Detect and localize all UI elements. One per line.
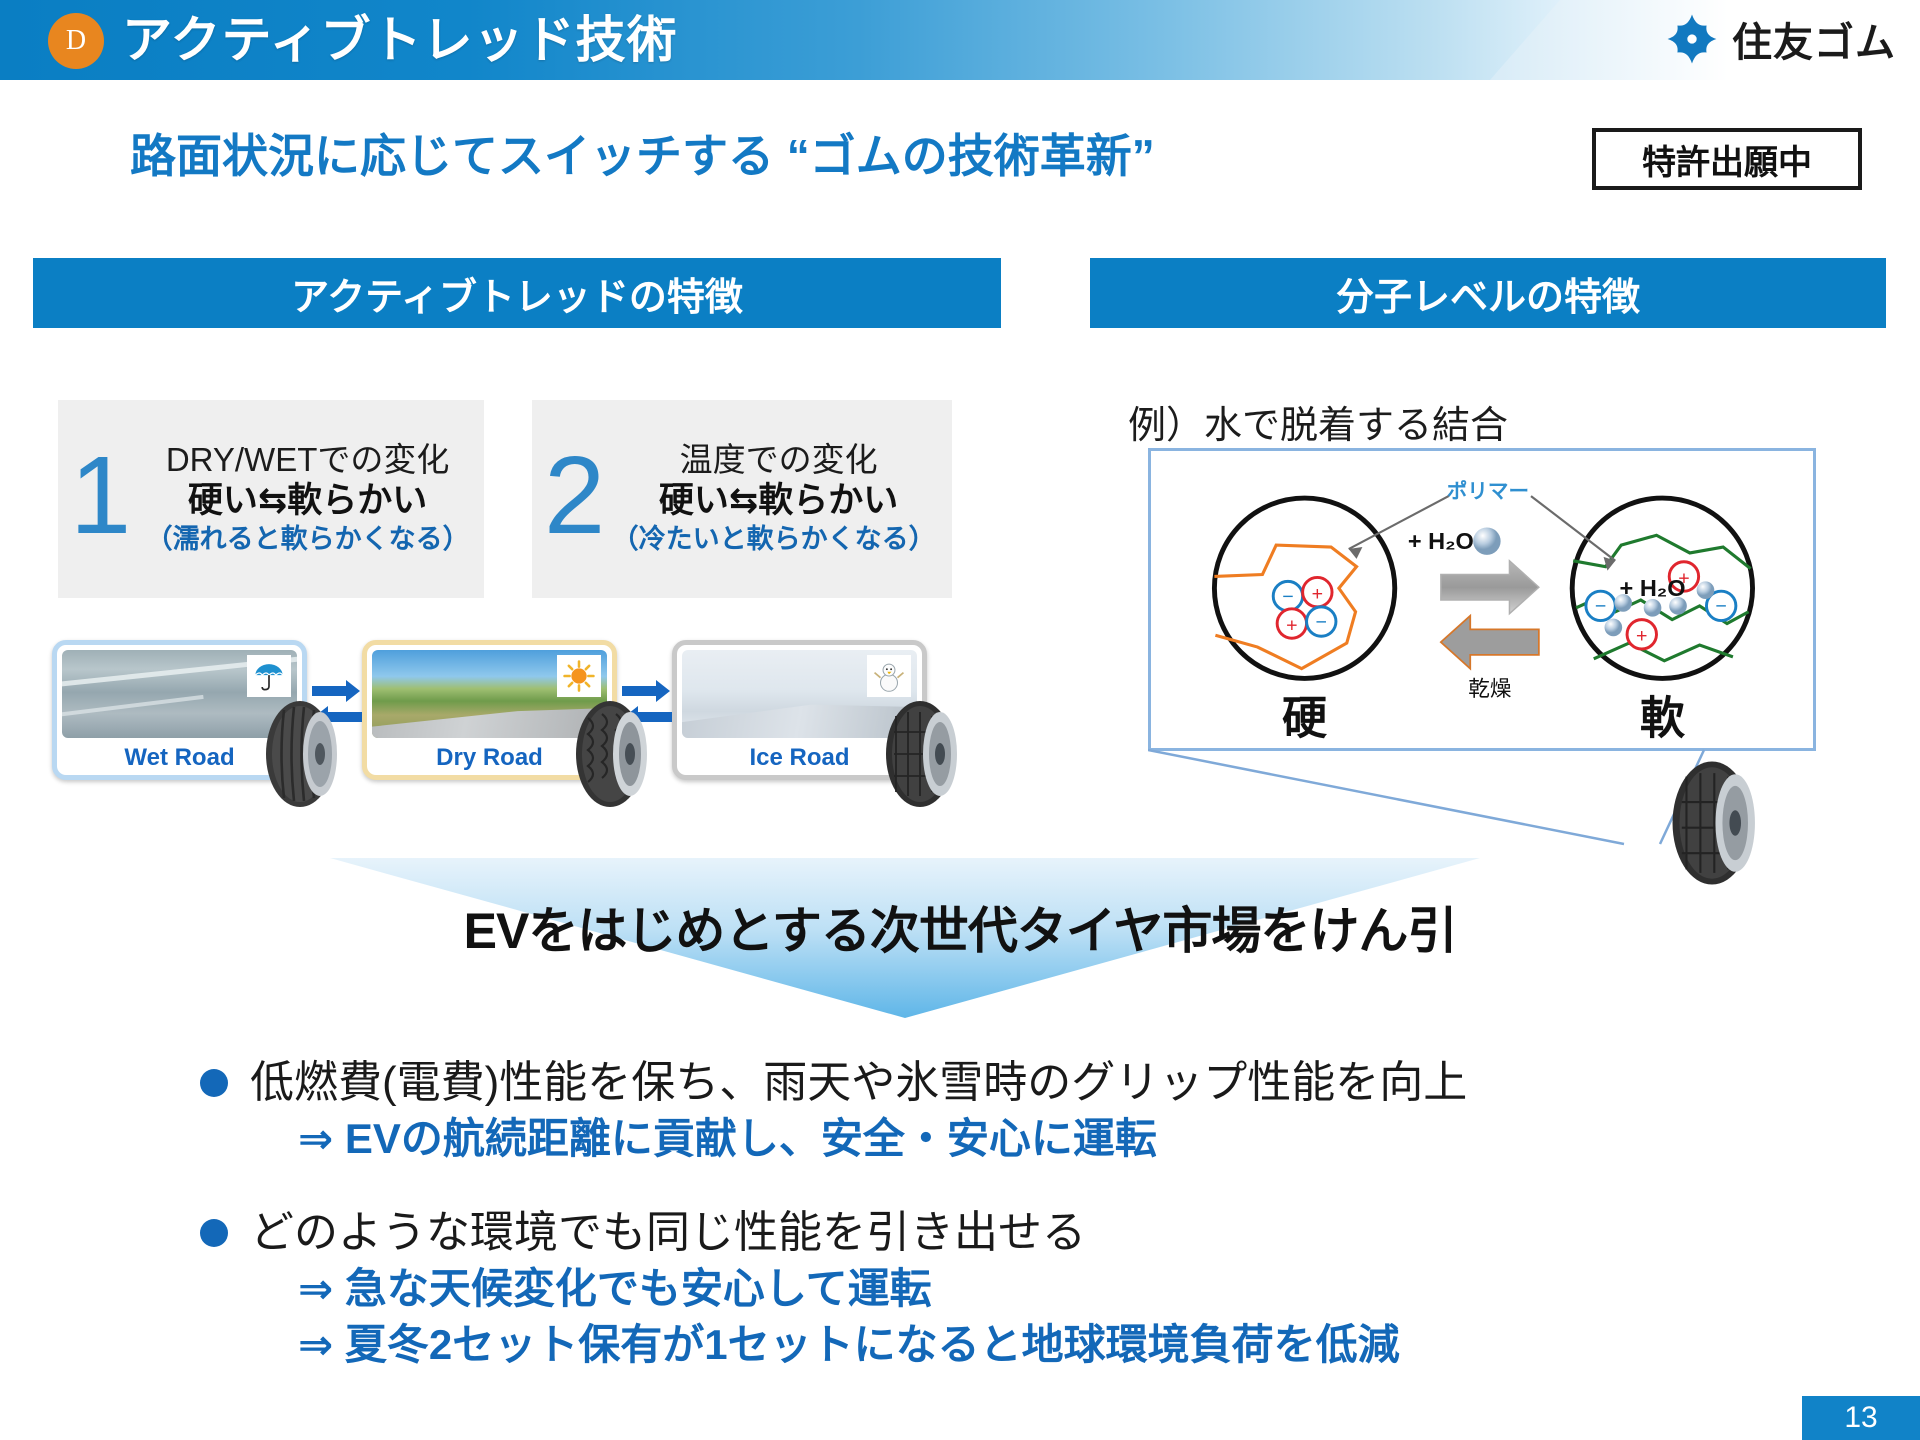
umbrella-icon	[247, 655, 291, 697]
feature-body: DRY/WETでの変化 硬い⇆軟らかい （濡れると軟らかくなる）	[137, 441, 484, 558]
patent-pending-badge: 特許出願中	[1592, 128, 1862, 190]
bullet-dot-icon	[200, 1069, 228, 1097]
benefit-sub-text: ⇒ 急な天候変化でも安心して運転	[298, 1265, 932, 1313]
svg-text:+: +	[1312, 583, 1323, 605]
svg-text:−: −	[1282, 586, 1293, 608]
benefits-list: 低燃費(電費)性能を保ち、雨天や氷雪時のグリップ性能を向上 ⇒ EVの航続距離に…	[200, 1055, 1800, 1410]
feature-note: （濡れると軟らかくなる）	[145, 524, 470, 555]
conclusion-chevron	[330, 858, 1480, 1018]
feature-card-1: 1 DRY/WETでの変化 硬い⇆軟らかい （濡れると軟らかくなる）	[58, 400, 484, 598]
molecular-diagram-svg: − + + − − + − +	[1211, 479, 1755, 743]
road-card-dry: Dry Road	[362, 640, 617, 780]
benefit-main-text: 低燃費(電費)性能を保ち、雨天や氷雪時のグリップ性能を向上	[250, 1058, 1468, 1107]
forward-arrow	[1440, 559, 1540, 616]
sumitomo-diamond-icon	[1666, 13, 1718, 65]
road-photo-ice	[682, 650, 917, 738]
road-card-wet: Wet Road	[52, 640, 307, 780]
polymer-label: ポリマー	[1447, 479, 1529, 503]
section-header-right: 分子レベルの特徴	[1090, 258, 1886, 328]
feature-body: 温度での変化 硬い⇆軟らかい （冷たいと軟らかくなる）	[611, 441, 952, 558]
molecular-diagram-title: 例）水で脱着する結合	[1128, 405, 1509, 447]
diagram-leader-lines	[1148, 748, 1706, 846]
molecular-diagram: − + + − − + − +	[1148, 448, 1816, 751]
svg-text:−: −	[1595, 596, 1606, 618]
feature-title: DRY/WETでの変化	[165, 440, 450, 478]
tire-ice-icon	[886, 701, 957, 807]
forward-label: + H₂O	[1408, 528, 1474, 554]
company-logo: 住友ゴム	[1666, 10, 1896, 68]
benefit-main-row: どのような環境でも同じ性能を引き出せる	[200, 1205, 1800, 1261]
benefit-item: どのような環境でも同じ性能を引き出せる ⇒ 急な天候変化でも安心して運転 ⇒ 夏…	[200, 1205, 1800, 1372]
road-label: Dry Road	[436, 744, 543, 771]
benefit-main-row: 低燃費(電費)性能を保ち、雨天や氷雪時のグリップ性能を向上	[200, 1055, 1800, 1111]
road-label: Ice Road	[749, 744, 850, 771]
road-photo-dry	[372, 650, 607, 738]
page-title: アクティブトレッド技術	[122, 12, 678, 68]
conclusion-banner-text: EVをはじめとする次世代タイヤ市場をけん引	[463, 903, 1458, 959]
feature-card-2: 2 温度での変化 硬い⇆軟らかい （冷たいと軟らかくなる）	[532, 400, 952, 598]
feature-title: 温度での変化	[679, 440, 878, 478]
feature-number: 2	[544, 434, 606, 557]
feature-number: 1	[70, 434, 132, 557]
feature-state: 硬い⇆軟らかい	[658, 480, 899, 520]
benefit-item: 低燃費(電費)性能を保ち、雨天や氷雪時のグリップ性能を向上 ⇒ EVの航続距離に…	[200, 1055, 1800, 1167]
inner-water-label: + H₂O	[1620, 575, 1686, 601]
water-molecule-icon	[1473, 527, 1501, 555]
section-badge: D	[48, 13, 104, 69]
slide-header: D アクティブトレッド技術 住友ゴム	[0, 0, 1920, 80]
feature-note: （冷たいと軟らかくなる）	[611, 524, 936, 555]
svg-text:−: −	[1316, 611, 1327, 633]
svg-text:−: −	[1715, 596, 1726, 618]
tire-molecular-icon	[1672, 761, 1755, 885]
reverse-arrow	[1439, 613, 1540, 671]
header-shape	[0, 0, 1560, 80]
state-label-soft: 軟	[1640, 692, 1686, 743]
section-header-left: アクティブトレッドの特徴	[33, 258, 1001, 328]
road-photo-wet	[62, 650, 297, 738]
benefit-sub-text: ⇒ 夏冬2セット保有が1セットになると地球環境負荷を低減	[298, 1320, 1400, 1368]
reverse-label: 乾燥	[1468, 676, 1511, 701]
state-label-hard: 硬	[1282, 692, 1328, 743]
page-number: 13	[1802, 1396, 1920, 1440]
snowman-icon	[867, 655, 911, 697]
bullet-dot-icon	[200, 1218, 228, 1247]
svg-text:+: +	[1678, 567, 1689, 589]
road-condition-row: Wet Road Dry Road	[52, 640, 1002, 815]
benefit-main-text: どのような環境でも同じ性能を引き出せる	[250, 1207, 1086, 1257]
tire-wet-icon	[266, 701, 337, 807]
logo-text: 住友ゴム	[1732, 21, 1896, 65]
slide-subtitle: 路面状況に応じてスイッチする “ゴムの技術革新”	[130, 130, 1155, 182]
road-label: Wet Road	[124, 744, 235, 771]
benefit-sub-text: ⇒ EVの航続距離に貢献し、安全・安心に運転	[298, 1115, 1157, 1163]
feature-state: 硬い⇆軟らかい	[187, 480, 428, 520]
sun-icon	[557, 655, 601, 697]
svg-text:+: +	[1286, 614, 1297, 636]
svg-text:+: +	[1636, 625, 1647, 647]
tire-dry-icon	[576, 701, 647, 807]
